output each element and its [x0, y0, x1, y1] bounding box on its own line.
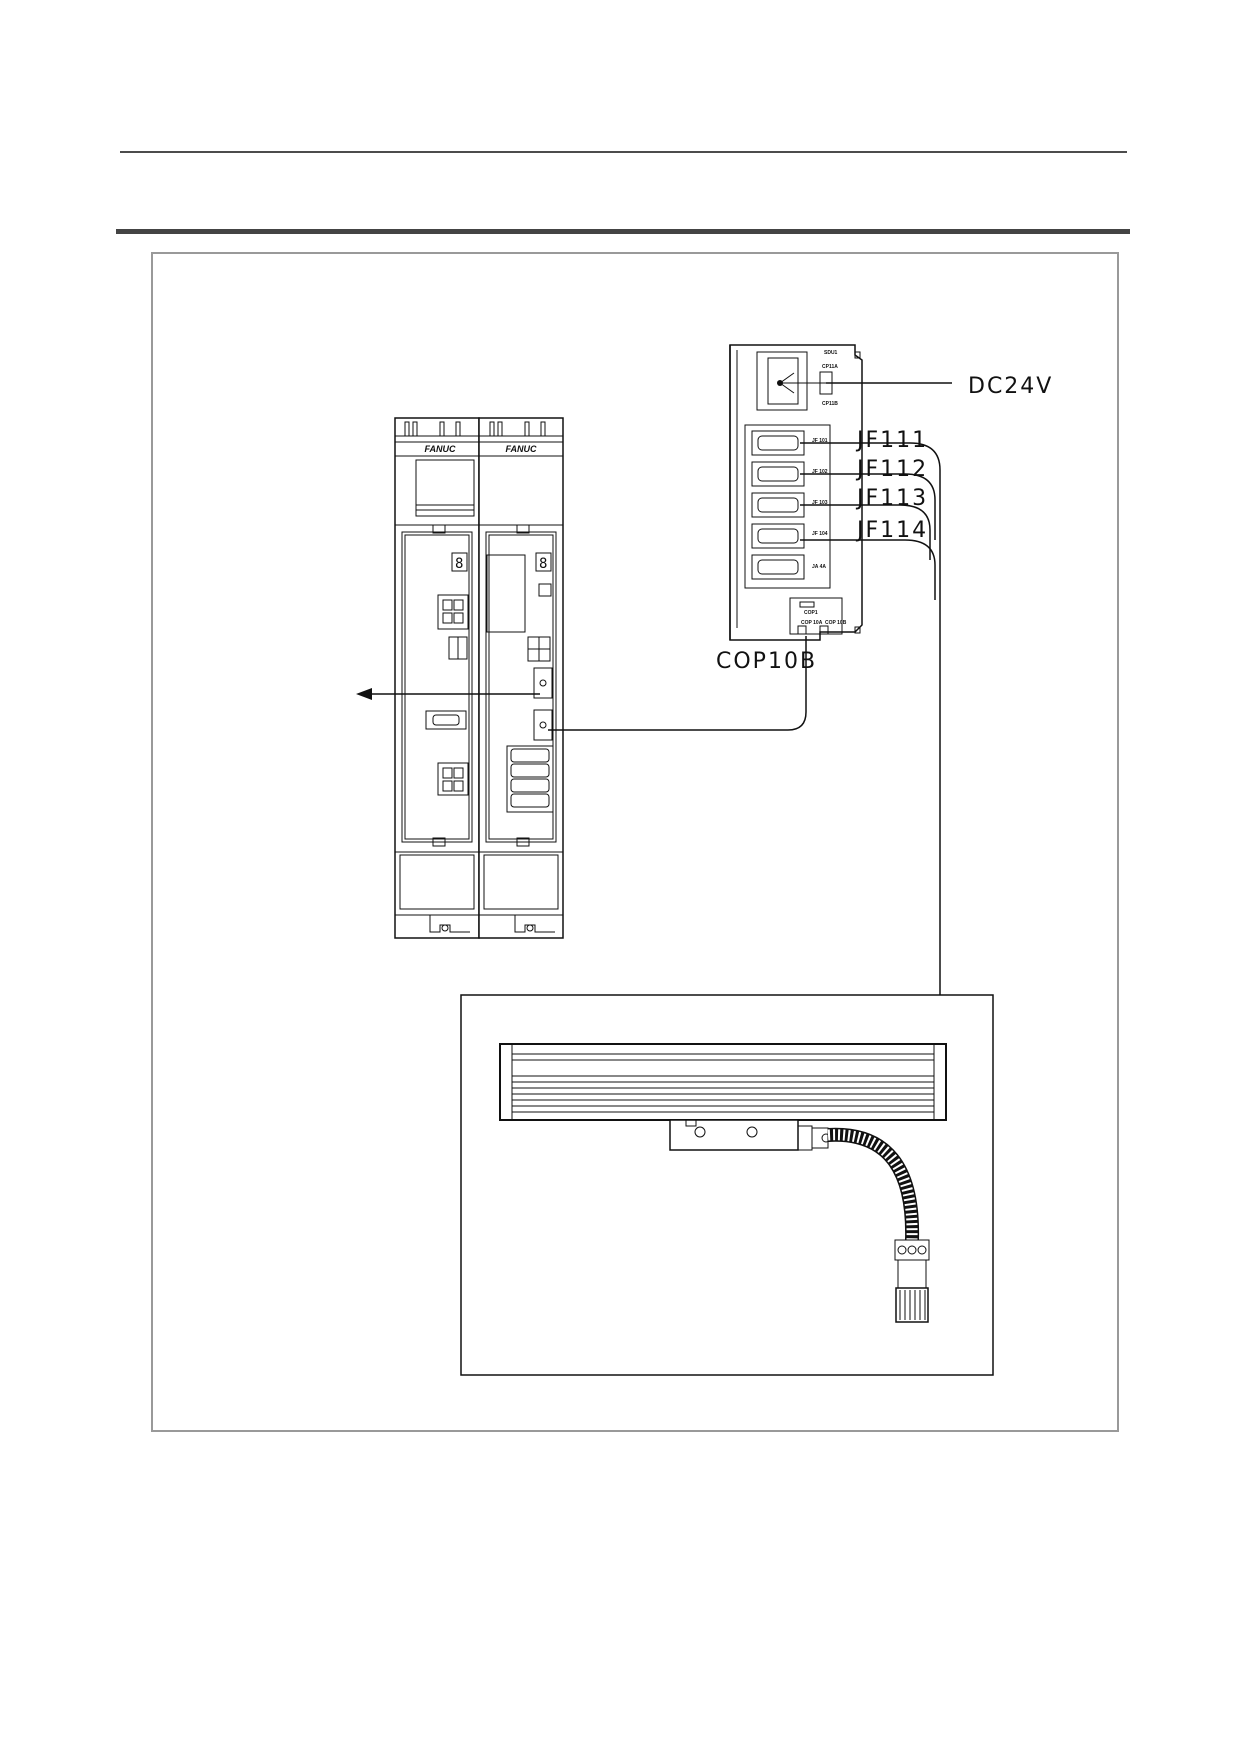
- separate-detector-unit: SDU1 CP11A CP11B JF 101 JF 102 JF 103 JF…: [729, 344, 863, 641]
- mark-cp11a: CP11A: [822, 364, 838, 370]
- wire-jf113: [800, 504, 931, 560]
- led-digit-left: 8: [455, 556, 463, 572]
- figure-frame: [151, 252, 1119, 1432]
- link-arrow-head: [356, 688, 372, 700]
- wire-jf112: [800, 473, 936, 540]
- wire-cop10b: [548, 636, 807, 731]
- mark-jf104: JF 104: [812, 531, 828, 537]
- wiring: [548, 382, 952, 995]
- mark-cp11b: CP11B: [822, 401, 838, 407]
- amplifier-module-right: FANUC 8: [478, 417, 564, 939]
- mark-cop1: COP1: [804, 610, 818, 616]
- label-cop10b: COP10B: [716, 649, 817, 674]
- led-digit-right: 8: [539, 556, 547, 572]
- header-rule-bold: [116, 229, 1130, 234]
- mark-cop10a: COP 10A: [801, 620, 823, 626]
- label-jf112: JF112: [855, 457, 928, 482]
- mark-ja4a: JA 4A: [812, 564, 826, 570]
- mark-jf102: JF 102: [812, 469, 828, 475]
- servo-amplifier-group: FANUC 8: [356, 417, 564, 939]
- detector-connector-stack: [751, 430, 805, 580]
- wire-jf114: [800, 539, 936, 600]
- label-jf114: JF114: [855, 518, 928, 543]
- label-dc24v: DC24V: [968, 374, 1053, 399]
- label-jf111: JF111: [855, 428, 928, 453]
- brand-left: FANUC: [425, 444, 456, 454]
- linear-scale: [499, 1043, 947, 1323]
- wire-jf111: [800, 442, 941, 995]
- amplifier-module-left: FANUC 8: [394, 417, 480, 939]
- mark-cop10b: COP 10B: [825, 620, 847, 626]
- brand-right: FANUC: [506, 444, 537, 454]
- mark-jf103: JF 103: [812, 500, 828, 506]
- mark-sdu: SDU1: [824, 350, 838, 356]
- mark-jf101: JF 101: [812, 438, 828, 444]
